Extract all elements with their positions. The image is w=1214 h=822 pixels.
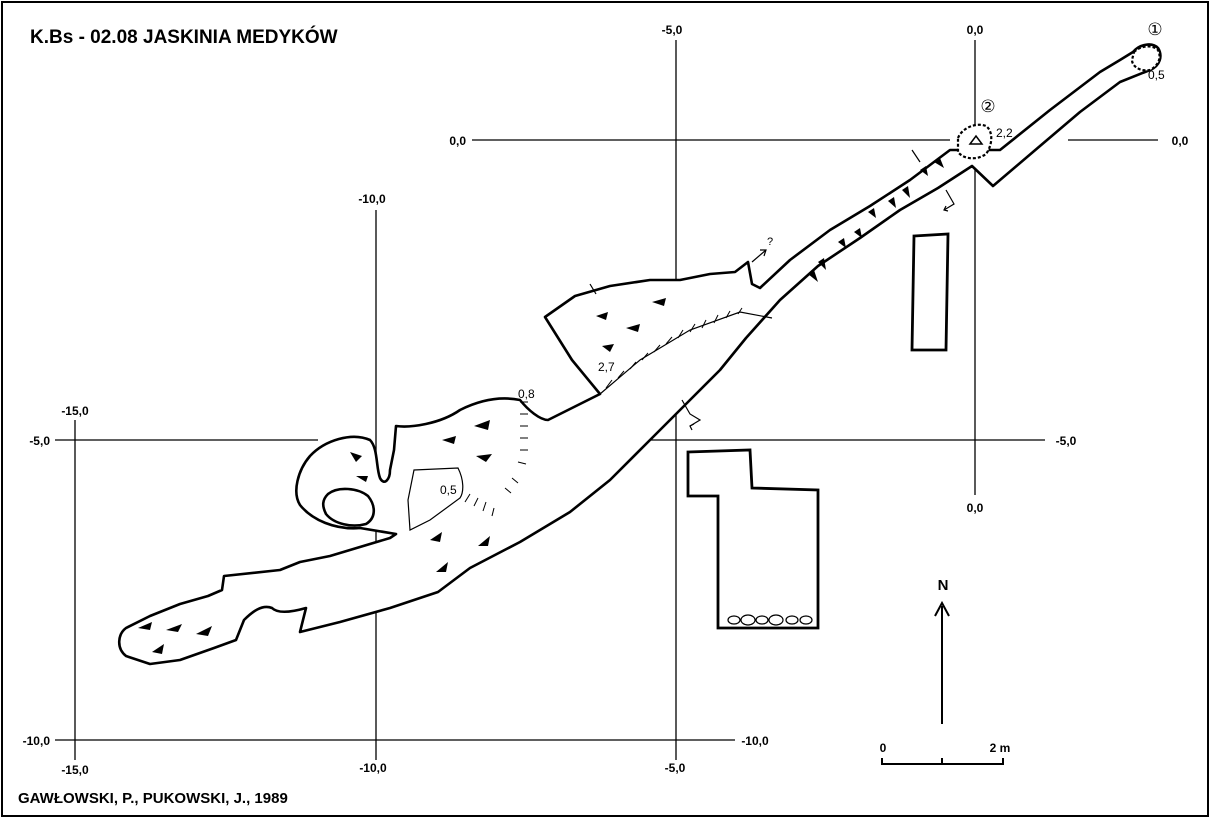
passage-markers (589, 149, 955, 431)
grid-label-right-minus5: -5,0 (1056, 434, 1077, 448)
entrance-1 (1130, 45, 1161, 72)
grid-label-mid-0: 0,0 (967, 501, 984, 515)
depth-label-1: 0,5 (1148, 68, 1165, 82)
grid-label-left-0: 0,0 (449, 134, 466, 148)
north-label: N (938, 577, 949, 594)
grid-label-left-minus5: -5,0 (29, 434, 50, 448)
rubble-marks (138, 158, 944, 654)
grid-label-right-0: 0,0 (1172, 134, 1189, 148)
grid-label-bottom-minus5: -5,0 (665, 761, 686, 775)
north-arrow: N (934, 577, 950, 724)
boulders (727, 614, 813, 626)
grid-lines (55, 40, 1158, 760)
chamber-lower (686, 448, 820, 630)
map-title: K.Bs - 02.08 JASKINIA MEDYKÓW (30, 27, 338, 48)
grid-label-top-minus5: -5,0 (662, 23, 683, 37)
grid-label-x-minus10-top: -10,0 (358, 192, 386, 206)
slope-hachures (464, 307, 743, 517)
grid-label-x-minus15-top: -15,0 (61, 404, 89, 418)
rock-pillar-1 (321, 487, 376, 527)
chamber-upper (910, 232, 950, 352)
cave-islands (321, 487, 376, 527)
survey-point-icon (968, 134, 984, 145)
depth-label-3: 2,7 (598, 360, 615, 374)
scale-start-label: 0 (880, 741, 887, 755)
grid-label-bottom-minus10: -10,0 (359, 761, 387, 775)
grid-label-right-minus10: -10,0 (741, 734, 769, 748)
ledge-slope (599, 311, 773, 395)
scale-bar: 0 2 m (880, 741, 1011, 765)
entrance-marker-1: ① (1147, 20, 1162, 39)
cave-outline (117, 43, 1162, 666)
grid-label-left-minus10: -10,0 (23, 734, 51, 748)
depth-label-2: 2,2 (996, 126, 1013, 140)
entrances (956, 45, 1161, 160)
grid-label-bottom-minus15: -15,0 (61, 763, 89, 777)
adjacent-chambers (686, 232, 950, 630)
entrance-2 (956, 123, 993, 160)
unknown-passage-label: ? (767, 236, 773, 248)
entrance-marker-2: ② (980, 97, 995, 116)
grid-label-top-0: 0,0 (967, 23, 984, 37)
scale-end-label: 2 m (990, 741, 1011, 755)
map-credit: GAWŁOWSKI, P., PUKOWSKI, J., 1989 (18, 790, 288, 807)
depth-label-4: 0,8 (518, 387, 535, 401)
ledge-outline (407, 467, 464, 531)
depth-label-5: 0,5 (440, 483, 457, 497)
